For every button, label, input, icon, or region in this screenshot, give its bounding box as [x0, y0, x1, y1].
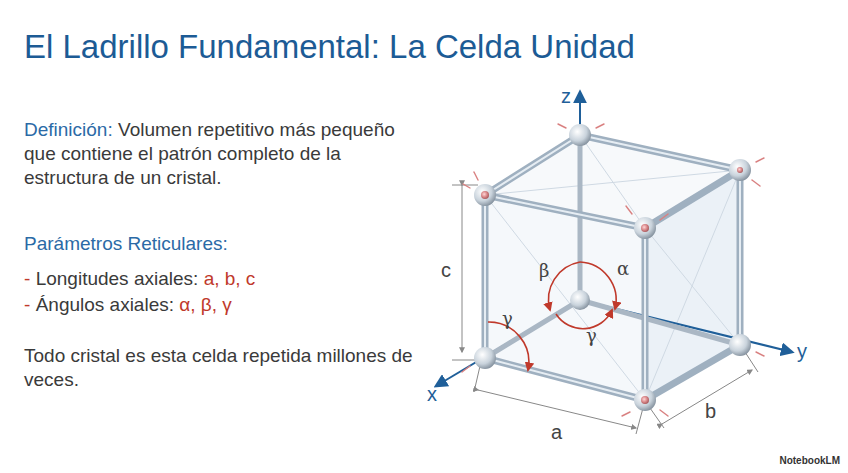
axis-label: z [561, 86, 571, 106]
dimension-label: c [441, 260, 451, 280]
slide-text: α, β, γ [179, 294, 232, 315]
text-paragraph: Todo cristal es esta celda repetida mill… [24, 344, 414, 392]
angle-label: γ [586, 327, 597, 345]
slide-text: Todo cristal es esta celda repetida mill… [24, 345, 413, 390]
axis-label: x [427, 384, 437, 404]
angle-label: γ [502, 310, 513, 328]
slide-text: a, b, c [204, 268, 256, 289]
angle-label: α [617, 260, 629, 278]
axis-label: y [797, 341, 807, 361]
watermark: NotebookLM [779, 455, 840, 466]
slide-text: Definición: [24, 119, 113, 140]
text-paragraph: -Longitudes axiales:a, b, c [24, 267, 414, 291]
text-paragraph: Parámetros Reticulares: [24, 232, 414, 256]
slide-text: - [24, 294, 30, 315]
slide-text: - [24, 268, 30, 289]
dimension-label: b [705, 401, 716, 421]
slide-title: El Ladrillo Fundamental: La Celda Unidad [24, 28, 635, 66]
slide-text: Parámetros Reticulares: [24, 233, 228, 254]
text-paragraph: Definición:Volumen repetitivo más pequeñ… [24, 118, 414, 190]
dimension-label: a [551, 422, 562, 442]
slide-text: Longitudes axiales: [36, 268, 199, 289]
slide-text: Ángulos axiales: [36, 294, 174, 315]
text-paragraph: -Ángulos axiales:α, β, γ [24, 293, 414, 317]
angle-label: β [539, 262, 549, 280]
